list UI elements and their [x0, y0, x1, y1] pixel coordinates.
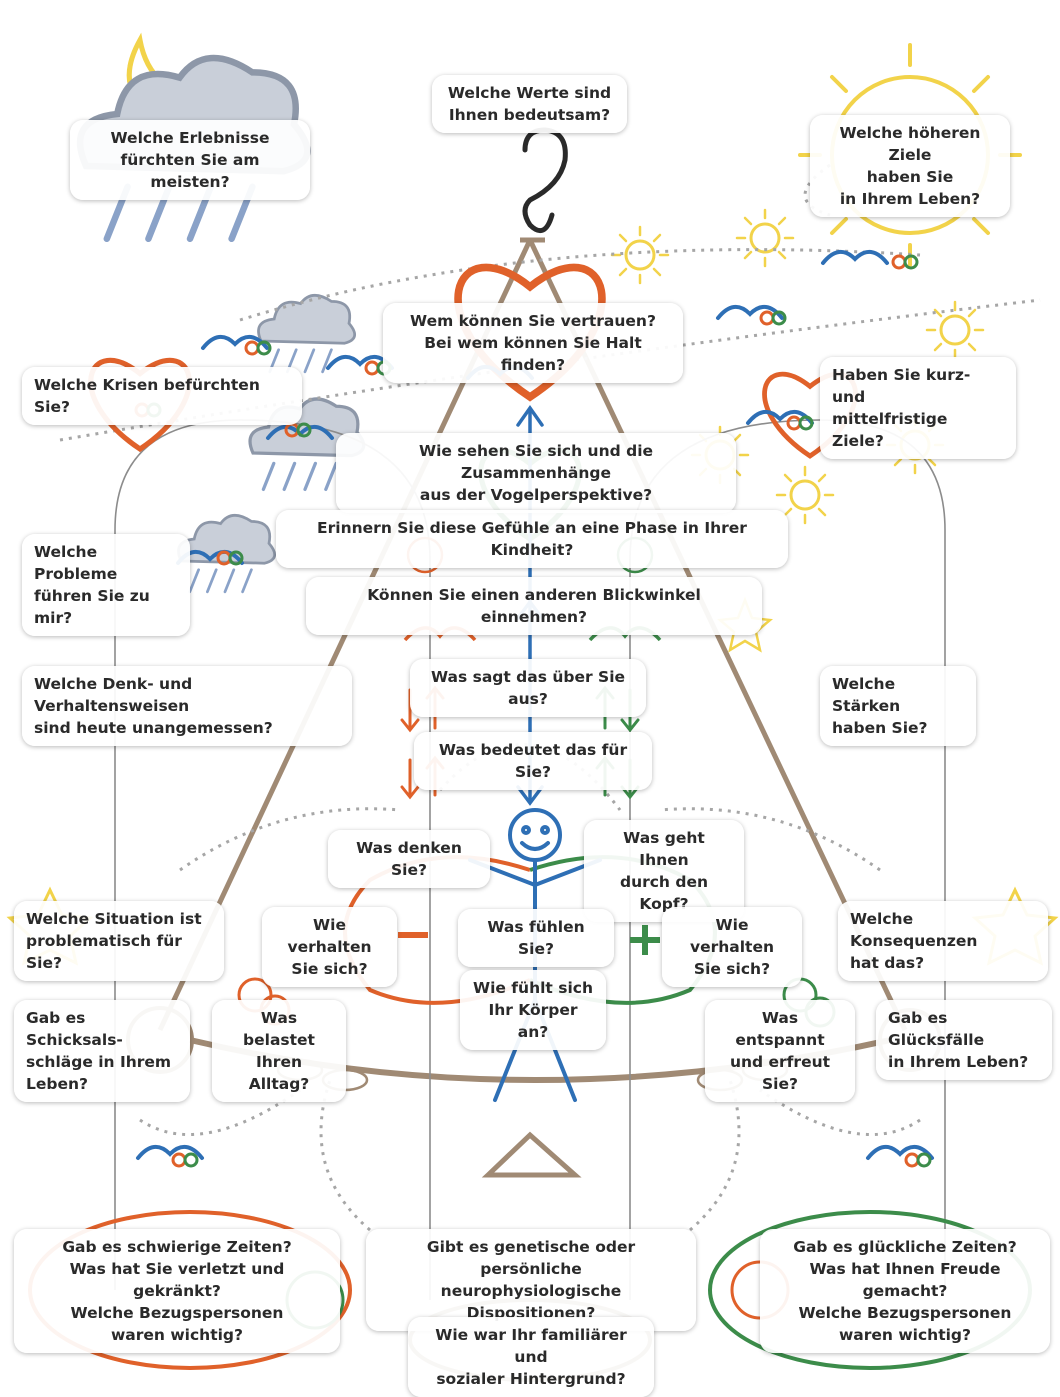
sun-icon — [925, 300, 985, 360]
question-strengths: Welche Stärken haben Sie? — [820, 666, 976, 746]
question-genetic: Gibt es genetische oder persönliche neur… — [366, 1229, 696, 1331]
question-relax: Was entspannt und erfreut Sie? — [705, 1000, 855, 1102]
question-behave-left: Wie verhalten Sie sich? — [262, 907, 397, 987]
question-problems: Welche Probleme führen Sie zu mir? — [22, 534, 190, 636]
question-means: Was bedeutet das für Sie? — [414, 732, 652, 790]
question-luck: Gab es Glücksfälle in Ihrem Leben? — [876, 1000, 1052, 1080]
question-perspective: Können Sie einen anderen Blickwinkel ein… — [306, 577, 762, 635]
hook-icon — [522, 127, 568, 234]
rain-cloud-icon — [257, 293, 357, 374]
question-burden: Was belastet Ihren Alltag? — [212, 1000, 346, 1102]
question-consequences: Welche Konsequenzen hat das? — [838, 901, 1048, 981]
plus-icon — [630, 925, 660, 955]
question-says-about: Was sagt das über Sie aus? — [410, 659, 646, 717]
question-fate: Gab es Schicksals- schläge in Ihrem Lebe… — [14, 1000, 190, 1102]
question-childhood: Erinnern Sie diese Gefühle an eine Phase… — [276, 510, 788, 568]
question-situation: Welche Situation ist problematisch für S… — [14, 901, 224, 981]
question-mind: Was geht Ihnen durch den Kopf? — [584, 820, 744, 922]
balance-scale-icon — [481, 1131, 582, 1178]
question-thinking-patterns: Welche Denk- und Verhaltensweisen sind h… — [22, 666, 352, 746]
question-trust: Wem können Sie vertrauen? Bei wem können… — [383, 303, 683, 383]
question-values: Welche Werte sind Ihnen bedeutsam? — [432, 75, 627, 133]
question-short-goals: Haben Sie kurz- und mittelfristige Ziele… — [820, 357, 1016, 459]
question-background: Wie war Ihr familiärer und sozialer Hint… — [408, 1317, 654, 1397]
question-fears: Welche Erlebnisse fürchten Sie am meiste… — [70, 120, 310, 200]
question-higher-goals: Welche höheren Ziele haben Sie in Ihrem … — [810, 115, 1010, 217]
question-crises: Welche Krisen befürchten Sie? — [22, 367, 302, 425]
sun-icon — [735, 208, 795, 268]
question-body: Wie fühlt sich Ihr Körper an? — [460, 970, 606, 1050]
question-feel: Was fühlen Sie? — [458, 909, 614, 967]
question-birds-eye: Wie sehen Sie sich und die Zusammenhänge… — [336, 433, 736, 513]
question-think: Was denken Sie? — [328, 830, 490, 888]
question-happy-times: Gab es glückliche Zeiten? Was hat Ihnen … — [760, 1229, 1050, 1353]
question-hard-times: Gab es schwierige Zeiten? Was hat Sie ve… — [14, 1229, 340, 1353]
question-behave-right: Wie verhalten Sie sich? — [662, 907, 802, 987]
